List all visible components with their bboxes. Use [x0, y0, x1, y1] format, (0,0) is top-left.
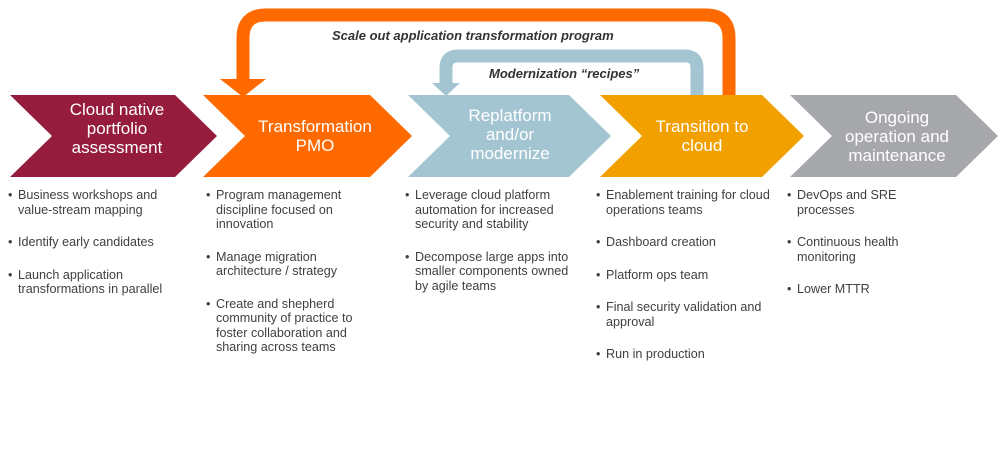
bullet-item: Business workshops and value-stream mapp…: [8, 188, 193, 217]
bullet-item: Create and shepherd community of practic…: [206, 297, 381, 355]
stage-4-bullets: Enablement training for cloud operations…: [596, 188, 771, 380]
bullet-item: Launch application transformations in pa…: [8, 268, 193, 297]
stage-2-title: Transformation PMO: [240, 117, 390, 155]
scale-out-arrowhead-icon: [220, 79, 266, 97]
stage-3-title: Replatform and/or modernize: [445, 106, 575, 163]
stage-5-bullets: DevOps and SRE processes Continuous heal…: [787, 188, 937, 315]
bullet-item: Run in production: [596, 347, 771, 362]
stage-3-title-line: Replatform: [468, 106, 552, 125]
bullet-item: Dashboard creation: [596, 235, 771, 250]
stage-1-bullets: Business workshops and value-stream mapp…: [8, 188, 193, 315]
stage-2-title-line: PMO: [295, 136, 335, 155]
bullet-item: Continuous health monitoring: [787, 235, 937, 264]
stage-5-title-line: maintenance: [848, 146, 946, 165]
recipes-arrowhead-icon: [432, 83, 460, 96]
stage-1-title: Cloud native portfolio assessment: [52, 100, 182, 157]
stage-4-title-line: Transition to: [655, 117, 749, 136]
stage-2-title-line: Transformation: [258, 117, 372, 136]
stage-4-title: Transition to cloud: [637, 117, 767, 155]
stage-5-title-line: operation and: [845, 127, 949, 146]
stage-5-title-line: Ongoing: [864, 108, 930, 127]
bullet-item: DevOps and SRE processes: [787, 188, 937, 217]
recipes-loop-arrow: [439, 49, 704, 95]
stage-3-title-line: modernize: [470, 144, 550, 163]
scale-out-label: Scale out application transformation pro…: [332, 28, 614, 43]
bullet-item: Decompose large apps into smaller compon…: [405, 250, 580, 294]
stage-3-bullets: Leverage cloud platform automation for i…: [405, 188, 580, 311]
bullet-item: Program management discipline focused on…: [206, 188, 381, 232]
bullet-item: Final security validation and approval: [596, 300, 771, 329]
stage-2-chevron: [203, 95, 412, 177]
stage-2-bullets: Program management discipline focused on…: [206, 188, 381, 373]
scale-out-loop-arrow: [236, 8, 736, 95]
stage-3-chevron: [408, 95, 611, 177]
bullet-item: Platform ops team: [596, 268, 771, 283]
bullet-item: Leverage cloud platform automation for i…: [405, 188, 580, 232]
stage-1-title-line: assessment: [71, 138, 163, 157]
stage-1-title-line: portfolio: [86, 119, 148, 138]
bullet-item: Identify early candidates: [8, 235, 193, 250]
stage-1-title-line: Cloud native: [69, 100, 165, 119]
bullet-item: Lower MTTR: [787, 282, 937, 297]
stage-1-chevron: [10, 95, 217, 177]
stage-5-chevron: [790, 95, 998, 177]
bullet-item: Manage migration architecture / strategy: [206, 250, 381, 279]
recipes-label: Modernization “recipes”: [489, 66, 640, 81]
bullet-item: Enablement training for cloud operations…: [596, 188, 771, 217]
stage-4-chevron: [600, 95, 804, 177]
stage-5-title: Ongoing operation and maintenance: [827, 108, 967, 165]
stage-4-title-line: cloud: [681, 136, 723, 155]
stage-3-title-line: and/or: [485, 125, 535, 144]
